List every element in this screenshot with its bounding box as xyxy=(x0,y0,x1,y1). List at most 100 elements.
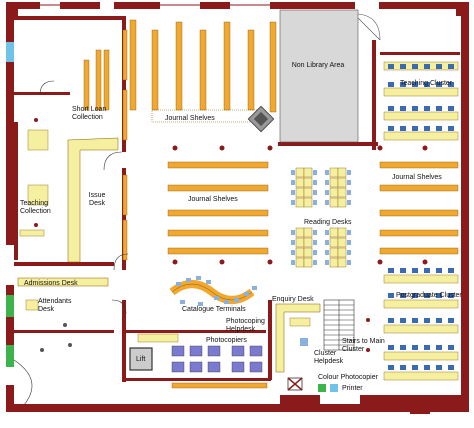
workstation-monitor xyxy=(388,293,394,298)
workstation-monitor xyxy=(388,268,394,273)
workstation-monitor xyxy=(436,268,442,273)
reading-desk xyxy=(303,227,313,238)
catalogue-monitor xyxy=(198,302,203,306)
reading-desk xyxy=(295,197,305,208)
chair xyxy=(291,200,295,205)
chair xyxy=(313,170,317,175)
label-issue-desk: Issue Desk xyxy=(88,192,106,207)
workstation-monitor xyxy=(412,64,418,69)
chair xyxy=(325,250,329,255)
reading-desk xyxy=(337,187,347,198)
chair xyxy=(347,190,351,195)
entrance-door-green xyxy=(6,295,14,317)
chair xyxy=(325,260,329,265)
photocopier xyxy=(171,345,185,357)
workstation-monitor xyxy=(436,318,442,323)
admissions-desk-counter xyxy=(17,277,109,287)
chair xyxy=(291,180,295,185)
non-library-area xyxy=(279,9,359,143)
workstation-monitor xyxy=(388,126,394,131)
workstation-monitor xyxy=(448,318,454,323)
chair xyxy=(313,190,317,195)
label-enquiry-desk: Enquiry Desk xyxy=(272,296,314,303)
reading-desk xyxy=(329,177,339,188)
chair xyxy=(291,190,295,195)
photocopier xyxy=(171,361,185,373)
workstation-monitor xyxy=(400,64,406,69)
workstation-monitor xyxy=(424,126,430,131)
catalogue-monitor xyxy=(180,300,185,304)
entrance-glass xyxy=(6,42,14,62)
journal-shelves-right xyxy=(379,161,459,255)
display-case xyxy=(247,105,275,133)
chair xyxy=(313,180,317,185)
label-photocopying-helpdesk: Photocoping Helpdesk xyxy=(226,318,265,333)
stairs xyxy=(323,299,355,351)
catalogue-terminals xyxy=(169,280,255,304)
reading-desk xyxy=(337,177,347,188)
catalogue-monitors xyxy=(176,276,257,306)
reading-desk xyxy=(295,187,305,198)
workstation-monitor xyxy=(424,268,430,273)
chair xyxy=(325,230,329,235)
photocopier xyxy=(231,345,245,357)
internal-walls xyxy=(14,16,462,404)
lift-shaft xyxy=(129,347,153,371)
workstation-monitor xyxy=(436,106,442,111)
colour-photocopier-machine xyxy=(318,384,326,392)
label-photocopiers: Photocopiers xyxy=(206,337,247,344)
workstation-monitor xyxy=(400,365,406,370)
photocopier-machines xyxy=(171,345,263,373)
workstation-monitor xyxy=(388,345,394,350)
workstation-monitor xyxy=(412,106,418,111)
chair xyxy=(313,260,317,265)
reading-desk xyxy=(303,187,313,198)
workstation-monitor xyxy=(400,106,406,111)
workstation-monitor xyxy=(448,345,454,350)
reading-desk xyxy=(295,257,305,268)
reading-desk xyxy=(329,257,339,268)
exit-door-green xyxy=(6,345,14,367)
reading-desk xyxy=(295,237,305,248)
catalogue-monitor xyxy=(206,280,211,284)
workstation-monitor xyxy=(448,293,454,298)
workstation-monitor xyxy=(424,365,430,370)
reading-desk xyxy=(303,247,313,258)
label-non-library-area: Non Library Area xyxy=(291,62,345,69)
workstation-monitor xyxy=(448,82,454,87)
workstation-monitor xyxy=(448,365,454,370)
reading-desk xyxy=(337,257,347,268)
chair xyxy=(347,230,351,235)
catalogue-monitor xyxy=(176,282,181,286)
workstation-monitor xyxy=(388,365,394,370)
label-journal-shelves-mid: Journal Shelves xyxy=(188,196,238,203)
photocopier xyxy=(207,345,221,357)
label-reading-desks: Reading Desks xyxy=(304,219,352,226)
reading-desk xyxy=(303,257,313,268)
issue-desk-counter xyxy=(67,137,119,263)
workstation-monitor xyxy=(436,365,442,370)
chair xyxy=(347,170,351,175)
catalogue-monitor xyxy=(252,286,257,290)
reading-desk xyxy=(337,197,347,208)
chair xyxy=(291,240,295,245)
chair xyxy=(347,200,351,205)
label-postgraduate-cluster: Postgraduate Cluster xyxy=(396,292,462,299)
workstation-monitor xyxy=(388,106,394,111)
reading-desk xyxy=(329,247,339,258)
chair xyxy=(325,190,329,195)
chair xyxy=(347,240,351,245)
workstation-monitor xyxy=(400,126,406,131)
reading-desk xyxy=(303,167,313,178)
reading-desk xyxy=(295,177,305,188)
enquiry-desk-counter xyxy=(275,303,321,373)
chair xyxy=(313,200,317,205)
label-admissions-desk: Admissions Desk xyxy=(24,280,78,287)
label-journal-shelves-right: Journal Shelves xyxy=(392,174,442,181)
chair xyxy=(291,170,295,175)
chair xyxy=(313,230,317,235)
photocopy-helpdesk-counter xyxy=(137,333,179,343)
chair xyxy=(347,260,351,265)
reading-desk xyxy=(337,237,347,248)
workstation-monitor xyxy=(400,345,406,350)
